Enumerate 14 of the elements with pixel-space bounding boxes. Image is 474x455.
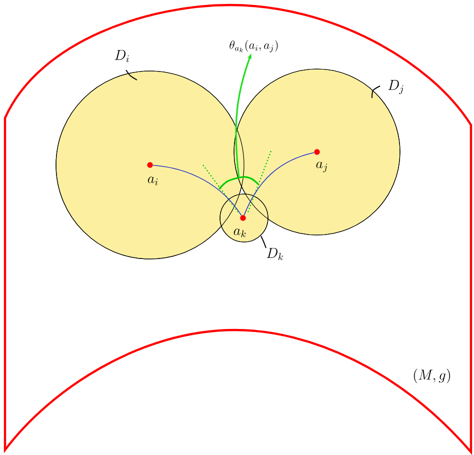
curve — [244, 152, 314, 216]
disk-label: $D_i$ — [114, 50, 129, 62]
point — [314, 149, 320, 155]
point — [147, 162, 153, 168]
point-label: $a_j$ — [316, 162, 328, 172]
point-label: $a_i$ — [148, 176, 158, 186]
disk — [220, 194, 268, 242]
point-label: $a_k$ — [234, 228, 246, 238]
angle-label: $\theta_{a_k}(a_i,a_j)$ — [230, 40, 278, 52]
disk-label: $D_j$ — [388, 80, 404, 94]
disk-label: $D_k$ — [266, 248, 283, 260]
angle-arc — [218, 176, 260, 190]
point — [240, 215, 246, 221]
curve — [152, 164, 242, 216]
